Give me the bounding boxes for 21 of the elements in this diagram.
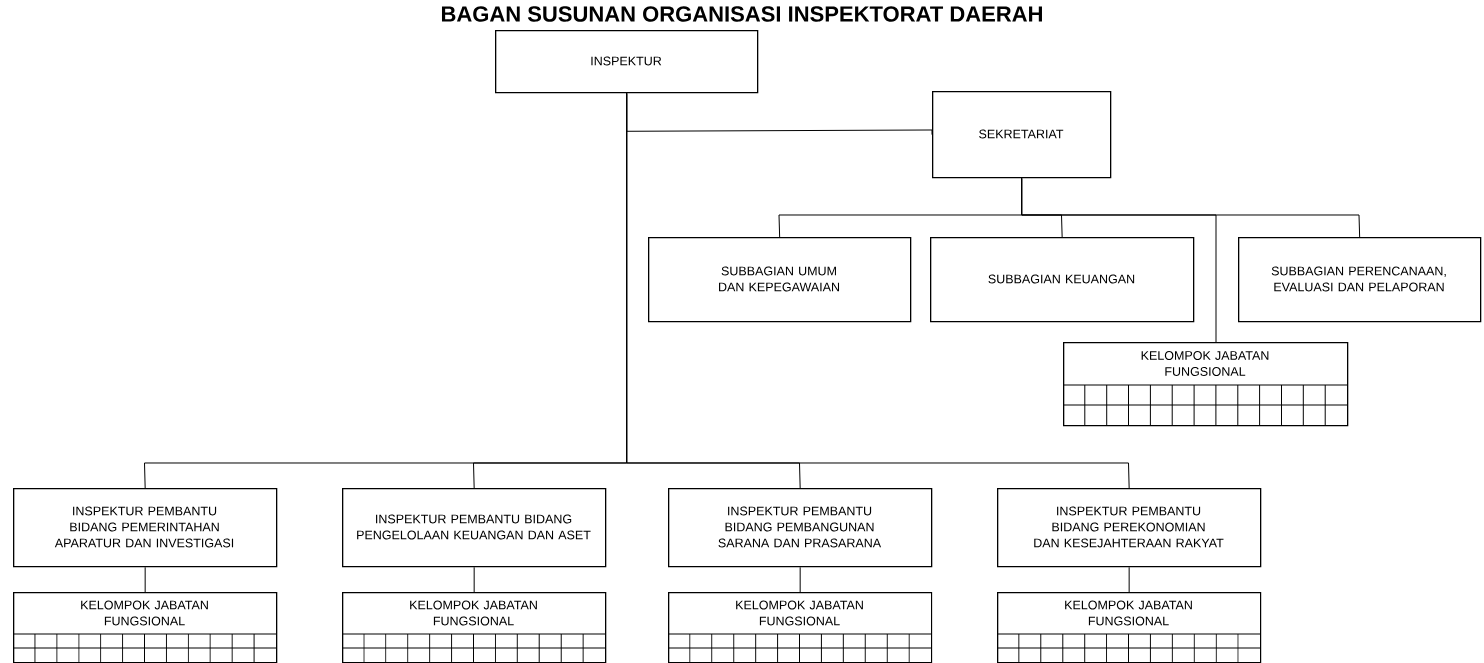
position-box: INSPEKTUR (495, 30, 759, 94)
connector-line (1128, 566, 1130, 593)
role-table: KELOMPOK JABATAN FUNGSIONAL (667, 592, 933, 663)
position-box: INSPEKTUR PEMBANTU BIDANG PEMERINTAHAN APARATUR DAN INVESTIGASI (13, 488, 278, 568)
connector-line (144, 566, 146, 593)
position-box: SUBBAGIAN KEUANGAN (930, 237, 1195, 323)
connector-line (1021, 177, 1217, 343)
connector-line (626, 92, 1130, 489)
chart-title: BAGAN SUSUNAN ORGANISASI INSPEKTORAT DAERAH (442, 6, 1042, 22)
role-table: KELOMPOK JABATAN FUNGSIONAL (12, 592, 278, 663)
role-table: KELOMPOK JABATAN FUNGSIONAL (1062, 342, 1349, 427)
connector-line (473, 566, 475, 593)
connector-line (799, 566, 801, 593)
position-box: INSPEKTUR PEMBANTU BIDANG PEREKONOMIAN DAN KESEJAHTERAAN RAKYAT (997, 488, 1262, 568)
position-box: INSPEKTUR PEMBANTU BIDANG PENGELOLAAN KEUANGAN DAN ASET (342, 488, 607, 568)
position-box: SUBBAGIAN PERENCANAAN, EVALUASI DAN PELAPORAN (1238, 237, 1482, 323)
position-box: SUBBAGIAN UMUM DAN KEPEGAWAIAN (648, 237, 912, 323)
role-table: KELOMPOK JABATAN FUNGSIONAL (341, 592, 607, 663)
position-box: SEKRETARIAT (932, 91, 1112, 179)
position-box: INSPEKTUR PEMBANTU BIDANG PEMBANGUNAN SARANA DAN PRASARANA (668, 488, 933, 568)
role-table: KELOMPOK JABATAN FUNGSIONAL (996, 592, 1262, 663)
